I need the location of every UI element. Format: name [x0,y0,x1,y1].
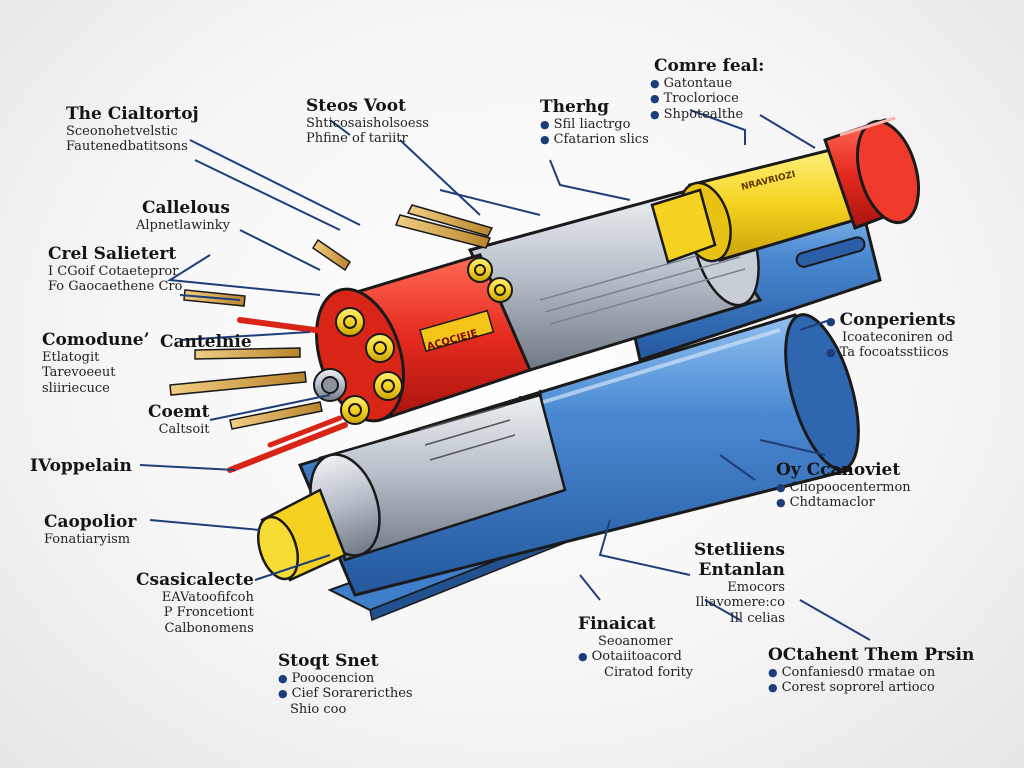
label-finaicat: Finaicat Seoanomer ●Ootaiitoacord Cirato… [578,614,694,680]
label-cantelnie: Cantelnie [160,332,252,352]
label-stesc-voot: Steos Voot Shticosaisholsoess Phfine of … [306,96,429,147]
label-the-cable: The Cialtortoj Sceonohetvelstic Fautened… [66,104,199,155]
connector-pins [169,204,494,430]
label-comre-feal: Comre feal: ●Gatontaue ●Troclorioce ●Shp… [650,56,765,122]
label-caopolior: Caopolior Fonatiaryism [44,512,137,548]
red-end-cap [823,116,920,230]
red-wires [227,317,348,473]
label-stetliens: Stetliiens Entanlan Emocors Iliavomere:c… [694,540,785,626]
leader-lines [139,109,871,641]
conductor-strands [313,257,513,425]
label-therng: Therhg ●Sfil liactrgo ●Cfatarion slics [540,97,649,148]
label-stogt-snet: Stoqt Snet ●Pooocencion ●Cief Sorarerict… [278,651,413,717]
label-calleuss: Callelous Alpnetlawinky [136,198,230,234]
label-csasicalecte: Csasicalecte EAVatoofifcoh P Froncetiont… [136,570,254,636]
label-comodune: Comodune’ Etlatogit Tarevoeeut sliiriecu… [42,330,150,396]
label-coemt: Coemt Caltsoit [148,402,210,438]
yellow-insulation-band: NRAVRIOZI [650,148,857,264]
label-ivoppelain: IVoppelain [30,456,132,476]
label-octahent: OCtahent Them Prsin ●Confaniesd0 rmatae … [768,645,975,696]
label-cral-sal: Crel Salietert I CGoif Cotaetepror Fo Ga… [48,244,183,295]
label-comperients: ●Conperients Icoateconiren od ●Ta focoat… [826,310,956,361]
label-oy-canovet: Oy Ccanoviet ●Cliopoocentermon ●Chdtamac… [776,460,911,511]
